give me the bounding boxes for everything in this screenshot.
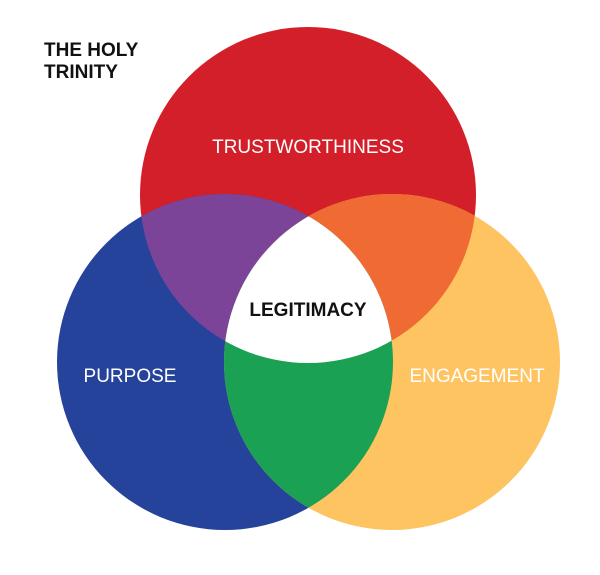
label-engagement: ENGAGEMENT <box>409 366 545 387</box>
diagram-title: THE HOLY TRINITY <box>44 40 174 84</box>
label-legitimacy: LEGITIMACY <box>249 300 366 321</box>
label-trustworthiness: TRUSTWORTHINESS <box>212 137 404 158</box>
title-line-1: THE HOLY <box>44 40 139 61</box>
label-purpose: PURPOSE <box>84 366 177 387</box>
title-line-2: TRINITY <box>44 62 118 83</box>
